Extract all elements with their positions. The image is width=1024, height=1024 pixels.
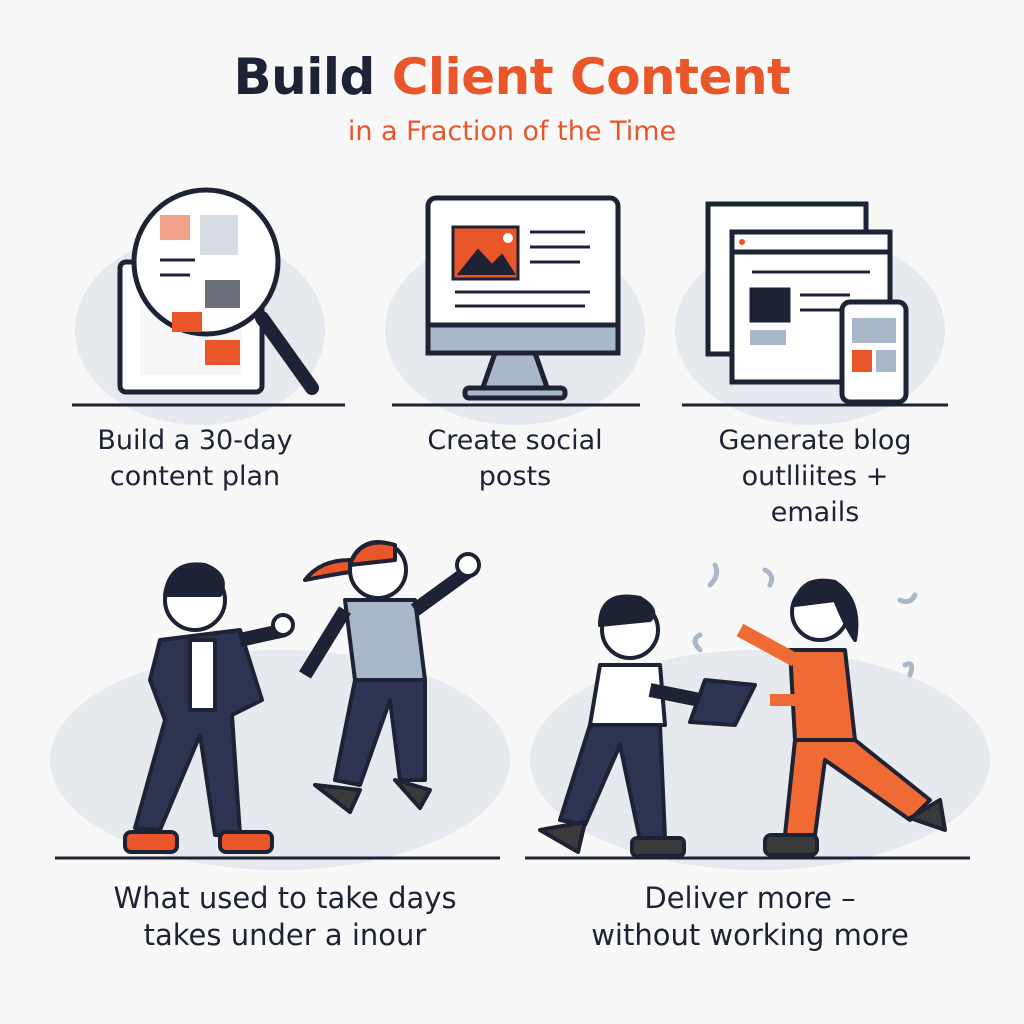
- excitement-marks: [692, 562, 918, 678]
- scene-caption-deliver-more: Deliver more – without working more: [591, 881, 909, 952]
- multi-device-windows-icon: [705, 201, 909, 405]
- celebrating-man-figure: [123, 562, 295, 854]
- desktop-monitor-icon: [425, 195, 621, 401]
- page-subtitle: in a Fraction of the Time: [347, 116, 677, 147]
- baselines: [55, 403, 970, 860]
- feature-caption-content-plan: Build a 30-day content plan: [97, 425, 293, 492]
- page-title: Build Client Content: [0, 48, 1024, 106]
- scene-caption-speed: What used to take days takes under a ino…: [113, 881, 457, 952]
- woman-in-orange-figure: [736, 578, 947, 857]
- man-with-tablet-figure: [538, 594, 757, 858]
- title-part-accent: Client Content: [391, 48, 791, 106]
- title-part-dark: Build: [233, 48, 376, 106]
- feature-caption-social-posts: Create social posts: [427, 425, 603, 492]
- feature-caption-blog-emails: Generate blog outlliites + emails: [718, 425, 912, 528]
- jumping-woman-figure: [299, 540, 481, 814]
- magnifier-over-laptop-icon: [117, 187, 319, 395]
